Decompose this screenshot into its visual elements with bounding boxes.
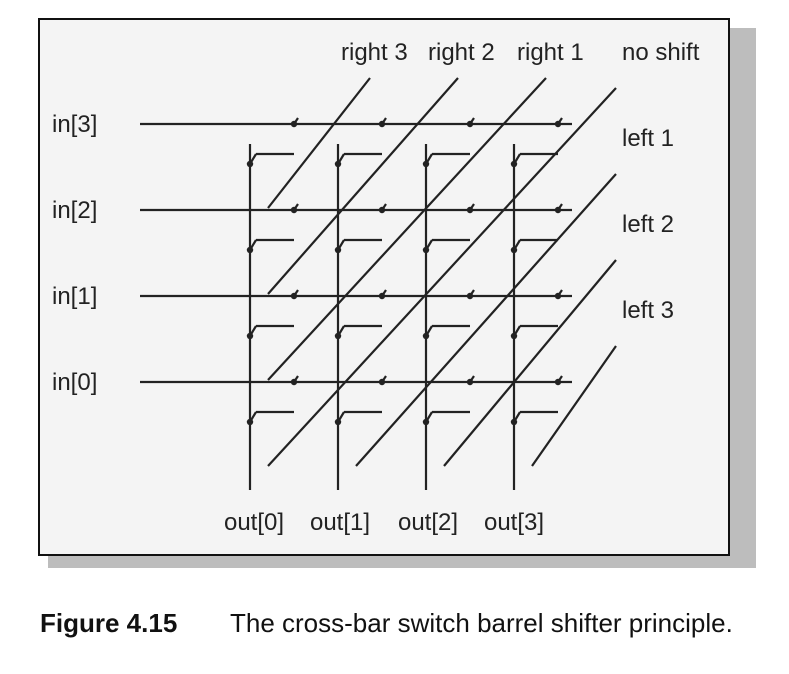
- switch-node-v-0-3: [510, 160, 518, 168]
- shift-control-diagonal-3: [267, 87, 617, 467]
- figure-caption: Figure 4.15 The cross-bar switch barrel s…: [40, 608, 733, 639]
- switch-node-h-0-1: [378, 120, 386, 128]
- switch-node-v-3-3: [510, 418, 518, 426]
- switch-node-v-0-1: [334, 160, 342, 168]
- figure-frame: [38, 18, 730, 556]
- switch-node-h-0-2: [466, 120, 474, 128]
- output-label-2: out[2]: [398, 509, 458, 536]
- switch-node-h-2-1: [378, 292, 386, 300]
- shift-label-side-1: left 2: [622, 211, 674, 238]
- switch-node-v-2-2: [422, 332, 430, 340]
- switch-node-v-0-2: [422, 160, 430, 168]
- switch-node-v-3-2: [422, 418, 430, 426]
- shift-control-diagonal-0: [267, 77, 371, 209]
- switch-node-h-3-1: [378, 378, 386, 386]
- shift-label-side-2: left 3: [622, 297, 674, 324]
- shift-control-diagonal-1: [267, 77, 459, 295]
- switch-node-v-3-1: [334, 418, 342, 426]
- input-label-0: in[3]: [52, 111, 97, 138]
- switch-node-h-3-0: [290, 378, 298, 386]
- switch-node-h-2-0: [290, 292, 298, 300]
- switch-node-v-1-3: [510, 246, 518, 254]
- shift-label-top-3: no shift: [622, 39, 700, 66]
- output-label-1: out[1]: [310, 509, 370, 536]
- switch-node-h-1-2: [466, 206, 474, 214]
- figure-caption-text: The cross-bar switch barrel shifter prin…: [230, 608, 733, 638]
- switch-node-v-2-0: [246, 332, 254, 340]
- switch-node-h-1-1: [378, 206, 386, 214]
- switch-node-v-3-0: [246, 418, 254, 426]
- switch-node-v-1-1: [334, 246, 342, 254]
- switch-node-v-2-3: [510, 332, 518, 340]
- crossbar-diagram: in[3] in[2] in[1] in[0] out[0] out[1] out[2] ou…: [52, 39, 700, 536]
- switch-node-v-2-1: [334, 332, 342, 340]
- shift-label-side-0: left 1: [622, 125, 674, 152]
- shift-control-diagonal-5: [443, 259, 617, 467]
- shift-label-top-1: right 2: [428, 39, 495, 66]
- input-label-1: in[2]: [52, 197, 97, 224]
- switch-node-h-2-2: [466, 292, 474, 300]
- switch-node-h-0-3: [554, 120, 562, 128]
- switch-node-v-0-0: [246, 160, 254, 168]
- shift-control-diagonal-6: [531, 345, 617, 467]
- output-label-0: out[0]: [224, 509, 284, 536]
- output-label-3: out[3]: [484, 509, 544, 536]
- switch-node-h-1-0: [290, 206, 298, 214]
- shift-label-top-2: right 1: [517, 39, 584, 66]
- figure-number: Figure 4.15: [40, 608, 178, 638]
- switch-node-h-3-2: [466, 378, 474, 386]
- input-label-3: in[0]: [52, 369, 97, 396]
- input-label-2: in[1]: [52, 283, 97, 310]
- switch-node-v-1-2: [422, 246, 430, 254]
- switch-node-h-0-0: [290, 120, 298, 128]
- shift-label-top-0: right 3: [341, 39, 408, 66]
- switch-node-v-1-0: [246, 246, 254, 254]
- switch-node-h-1-3: [554, 206, 562, 214]
- shift-control-diagonal-4: [355, 173, 617, 467]
- shift-control-diagonal-2: [267, 77, 547, 381]
- switch-node-h-3-3: [554, 378, 562, 386]
- switch-node-h-2-3: [554, 292, 562, 300]
